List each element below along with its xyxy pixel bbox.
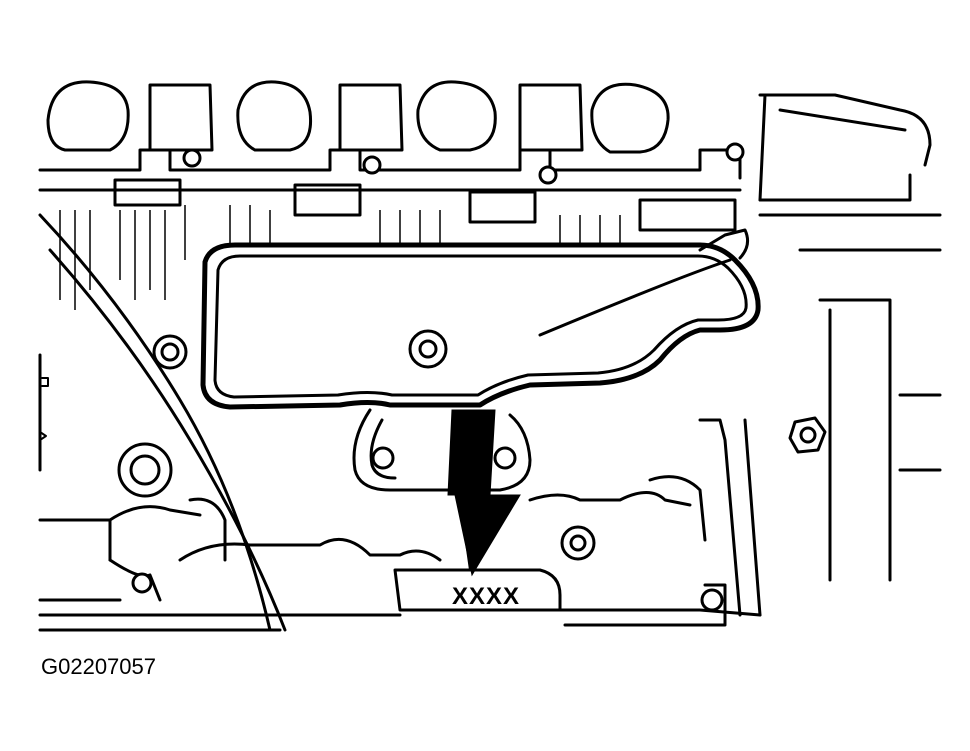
exhaust-flange: [352, 408, 532, 492]
down-arrow: [447, 409, 521, 577]
stamp-label: XXXX: [452, 583, 521, 610]
figure-id: G02207057: [41, 654, 156, 679]
heat-shield: [200, 228, 761, 410]
flange-studs: [182, 142, 745, 185]
right-side-components: [648, 93, 942, 627]
lower-block: [38, 491, 762, 632]
left-small-marks: [39, 377, 49, 441]
left-block-edges: [38, 213, 287, 632]
intake-ports: [46, 80, 670, 154]
casting-hatching: [59, 205, 621, 310]
cylinder-head-flange: [38, 148, 742, 232]
